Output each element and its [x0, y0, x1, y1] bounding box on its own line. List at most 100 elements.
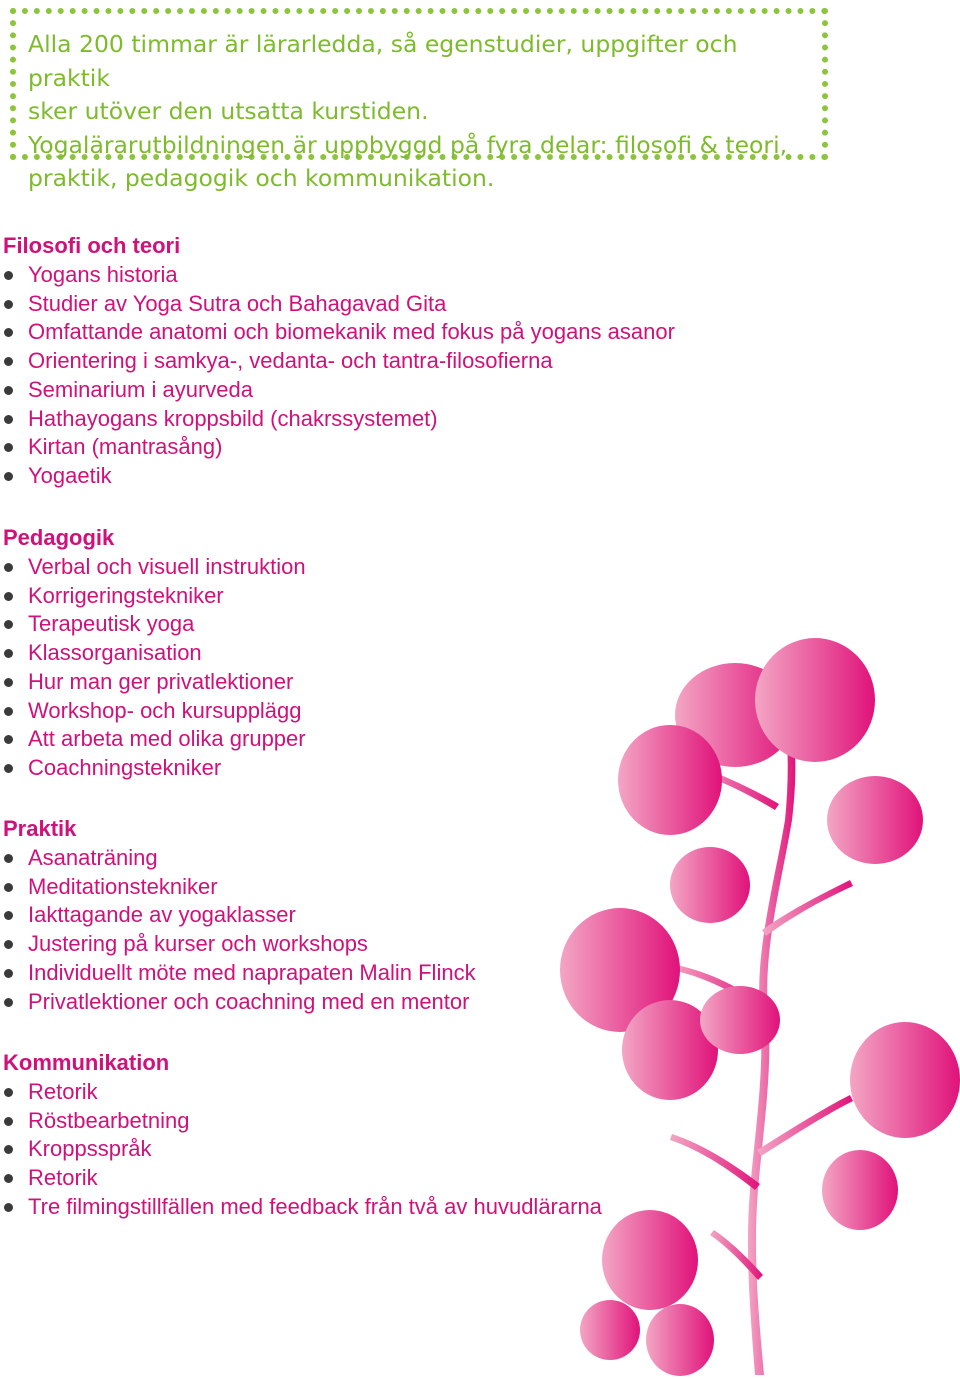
list-item-text: Coachningstekniker — [28, 754, 222, 780]
intro-box: Alla 200 timmar är lärarledda, så egenst… — [10, 8, 828, 192]
list-item-text: Workshop- och kursupplägg — [28, 697, 302, 723]
section-title: Pedagogik — [3, 525, 115, 550]
bullet-icon — [4, 328, 13, 338]
list-item: Hur man ger privatlektioner — [3, 668, 703, 697]
list-item-text: Privatlektioner och coachning med en men… — [28, 988, 470, 1014]
bullet-icon — [4, 1145, 13, 1155]
intro-line: praktik, pedagogik och kommunikation. — [28, 164, 495, 192]
list-item: Justering på kurser och workshops — [3, 930, 703, 959]
list-item: Korrigeringstekniker — [3, 582, 703, 611]
list-item: Asanaträning — [3, 844, 703, 873]
list-item: Seminarium i ayurveda — [3, 376, 703, 405]
list-item: Yogans historia — [3, 261, 703, 290]
list-item-text: Tre filmingstillfällen med feedback från… — [28, 1193, 602, 1219]
list-item: Retorik — [3, 1078, 703, 1107]
list-item-text: Orientering i samkya-, vedanta- och tant… — [28, 348, 553, 374]
bullet-icon — [4, 735, 13, 745]
list-item: Iakttagande av yogaklasser — [3, 901, 703, 930]
bullet-icon — [4, 997, 13, 1007]
intro-line: Alla 200 timmar är lärarledda, så egenst… — [28, 30, 738, 92]
list-item: Klassorganisation — [3, 639, 703, 668]
bullet-icon — [4, 1088, 13, 1097]
list-item-text: Klassorganisation — [28, 640, 202, 666]
intro-line: sker utöver den utsatta kurstiden. — [28, 97, 429, 125]
list-item-text: Hur man ger privatlektioner — [28, 668, 294, 694]
list-item-text: Yogans historia — [28, 262, 178, 287]
list-item-text: Korrigeringstekniker — [28, 582, 224, 608]
bullet-icon — [4, 471, 13, 481]
list-item: Coachningstekniker — [3, 754, 703, 783]
list-item-text: Asanaträning — [28, 845, 158, 870]
bullet-icon — [4, 414, 13, 424]
bullet-icon — [4, 763, 13, 773]
list-item: Studier av Yoga Sutra och Bahagavad Gita — [3, 290, 703, 319]
section-praktik: Praktik Asanaträning Meditationstekniker… — [3, 814, 703, 1016]
list-item-text: Röstbearbetning — [28, 1107, 190, 1133]
list-item: Privatlektioner och coachning med en men… — [3, 988, 703, 1017]
list-item: Workshop- och kursupplägg — [3, 697, 703, 726]
bullet-icon — [4, 357, 13, 367]
intro-line: Yogalärarutbildningen är uppbyggd på fyr… — [28, 130, 788, 159]
section-kommunikation: Kommunikation Retorik Röstbearbetning Kr… — [3, 1048, 703, 1222]
list-item-text: Att arbeta med olika grupper — [28, 726, 306, 752]
list-item-text: Retorik — [28, 1165, 98, 1191]
list-item: Kroppsspråk — [3, 1135, 703, 1164]
list-item-text: Kirtan (mantrasång) — [28, 434, 223, 460]
bullet-icon — [4, 968, 13, 978]
bullet-icon — [4, 1174, 13, 1184]
bullet-icon — [4, 271, 13, 280]
bullet-list: Asanaträning Meditationstekniker Iakttag… — [3, 844, 703, 1016]
bullet-icon — [4, 677, 13, 687]
bullet-icon — [4, 591, 13, 601]
list-item: Röstbearbetning — [3, 1107, 703, 1136]
list-item-text: Studier av Yoga Sutra och Bahagavad Gita — [28, 290, 447, 316]
bullet-icon — [4, 649, 13, 659]
section-title: Praktik — [3, 816, 77, 841]
intro-text: Alla 200 timmar är lärarledda, så egenst… — [28, 28, 808, 196]
list-item: Individuellt möte med naprapaten Malin F… — [3, 959, 703, 988]
list-item-text: Kroppsspråk — [28, 1136, 152, 1162]
bullet-list: Yogans historia Studier av Yoga Sutra oc… — [3, 261, 703, 491]
list-item: Att arbeta med olika grupper — [3, 725, 703, 754]
bullet-icon — [4, 882, 13, 892]
section-pedagogik: Pedagogik Verbal och visuell instruktion… — [3, 523, 703, 783]
list-item: Orientering i samkya-, vedanta- och tant… — [3, 347, 703, 376]
list-item-text: Iakttagande av yogaklasser — [28, 902, 296, 928]
list-item: Hathayogans kroppsbild (chakrssystemet) — [3, 405, 703, 434]
list-item-text: Seminarium i ayurveda — [28, 376, 253, 402]
list-item: Kirtan (mantrasång) — [3, 433, 703, 462]
list-item-text: Meditationstekniker — [28, 873, 218, 899]
bullet-list: Verbal och visuell instruktion Korrigeri… — [3, 553, 703, 783]
section-filosofi: Filosofi och teori Yogans historia Studi… — [3, 231, 703, 491]
bullet-icon — [4, 1202, 13, 1212]
list-item-text: Retorik — [28, 1079, 98, 1104]
list-item-text: Terapeutisk yoga — [28, 611, 195, 637]
section-title: Filosofi och teori — [3, 233, 181, 258]
list-item: Terapeutisk yoga — [3, 610, 703, 639]
bullet-icon — [4, 620, 13, 630]
list-item-text: Justering på kurser och workshops — [28, 931, 368, 957]
bullet-icon — [4, 706, 13, 716]
bullet-icon — [4, 911, 13, 921]
list-item: Retorik — [3, 1164, 703, 1193]
bullet-icon — [4, 940, 13, 950]
list-item-text: Hathayogans kroppsbild (chakrssystemet) — [28, 405, 438, 431]
bullet-icon — [4, 854, 13, 863]
list-item: Tre filmingstillfällen med feedback från… — [3, 1193, 703, 1222]
list-item: Verbal och visuell instruktion — [3, 553, 703, 582]
list-item-text: Individuellt möte med naprapaten Malin F… — [28, 959, 476, 985]
list-item: Omfattande anatomi och biomekanik med fo… — [3, 318, 703, 347]
bullet-icon — [4, 563, 13, 572]
list-item-text: Verbal och visuell instruktion — [28, 554, 306, 579]
bullet-list: Retorik Röstbearbetning Kroppsspråk Reto… — [3, 1078, 703, 1222]
bullet-icon — [4, 299, 13, 309]
list-item: Yogaetik — [3, 462, 703, 491]
flower-illustration — [560, 638, 960, 1376]
section-title: Kommunikation — [3, 1050, 170, 1075]
bullet-icon — [4, 1116, 13, 1126]
list-item: Meditationstekniker — [3, 873, 703, 902]
list-item-text: Omfattande anatomi och biomekanik med fo… — [28, 319, 675, 345]
list-item-text: Yogaetik — [28, 462, 112, 488]
bullet-icon — [4, 385, 13, 395]
bullet-icon — [4, 443, 13, 453]
